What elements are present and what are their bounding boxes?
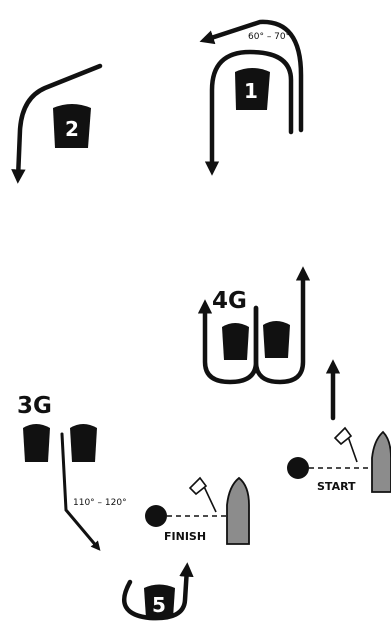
finish-committee-boat xyxy=(226,476,250,545)
gate-3g-right-buoy xyxy=(70,424,97,462)
gate-4g-group: 4G xyxy=(197,266,311,385)
mark-2-buoy xyxy=(53,104,91,148)
gate-4g-right-arrow xyxy=(253,266,311,385)
mark-2-rounding-arrow xyxy=(11,63,103,184)
start-pin-buoy xyxy=(287,457,309,479)
gate-3g-label: 3G xyxy=(17,393,52,419)
mark-5-buoy xyxy=(144,584,175,618)
mark-1-group: 1 60° – 70° xyxy=(199,19,304,176)
gate-3g-left-buoy xyxy=(23,424,50,462)
mark-1-buoy xyxy=(235,68,270,110)
start-label: START xyxy=(317,480,356,493)
mark-2-group: 2 xyxy=(11,63,103,184)
gate-4g-left-buoy xyxy=(222,323,249,360)
mark-2-label: 2 xyxy=(65,117,79,141)
start-flag xyxy=(333,426,353,446)
mark-5-group: 5 xyxy=(122,562,194,621)
finish-line-group: FINISH xyxy=(145,476,250,545)
finish-label: FINISH xyxy=(164,530,206,543)
mark-1-approach-arrow xyxy=(199,19,304,133)
finish-flag xyxy=(188,476,208,496)
mark-1-label: 1 xyxy=(244,79,258,103)
gate-3g-angle-label: 110° – 120° xyxy=(73,498,127,508)
start-line-group: START xyxy=(287,359,391,493)
finish-pin-buoy xyxy=(145,505,167,527)
mark-1-angle-label: 60° – 70° xyxy=(248,32,290,42)
gate-3g-downwind-arrow xyxy=(60,432,101,551)
gate-4g-label: 4G xyxy=(212,288,247,314)
gate-3g-group: 3G 110° – 120° xyxy=(17,393,127,551)
mark-5-rounding-arrow xyxy=(122,562,194,621)
mark-1-rounding-arrow xyxy=(204,49,294,176)
start-committee-boat xyxy=(371,430,391,493)
mark-5-label: 5 xyxy=(152,593,166,617)
gate-4g-right-buoy xyxy=(263,321,290,358)
